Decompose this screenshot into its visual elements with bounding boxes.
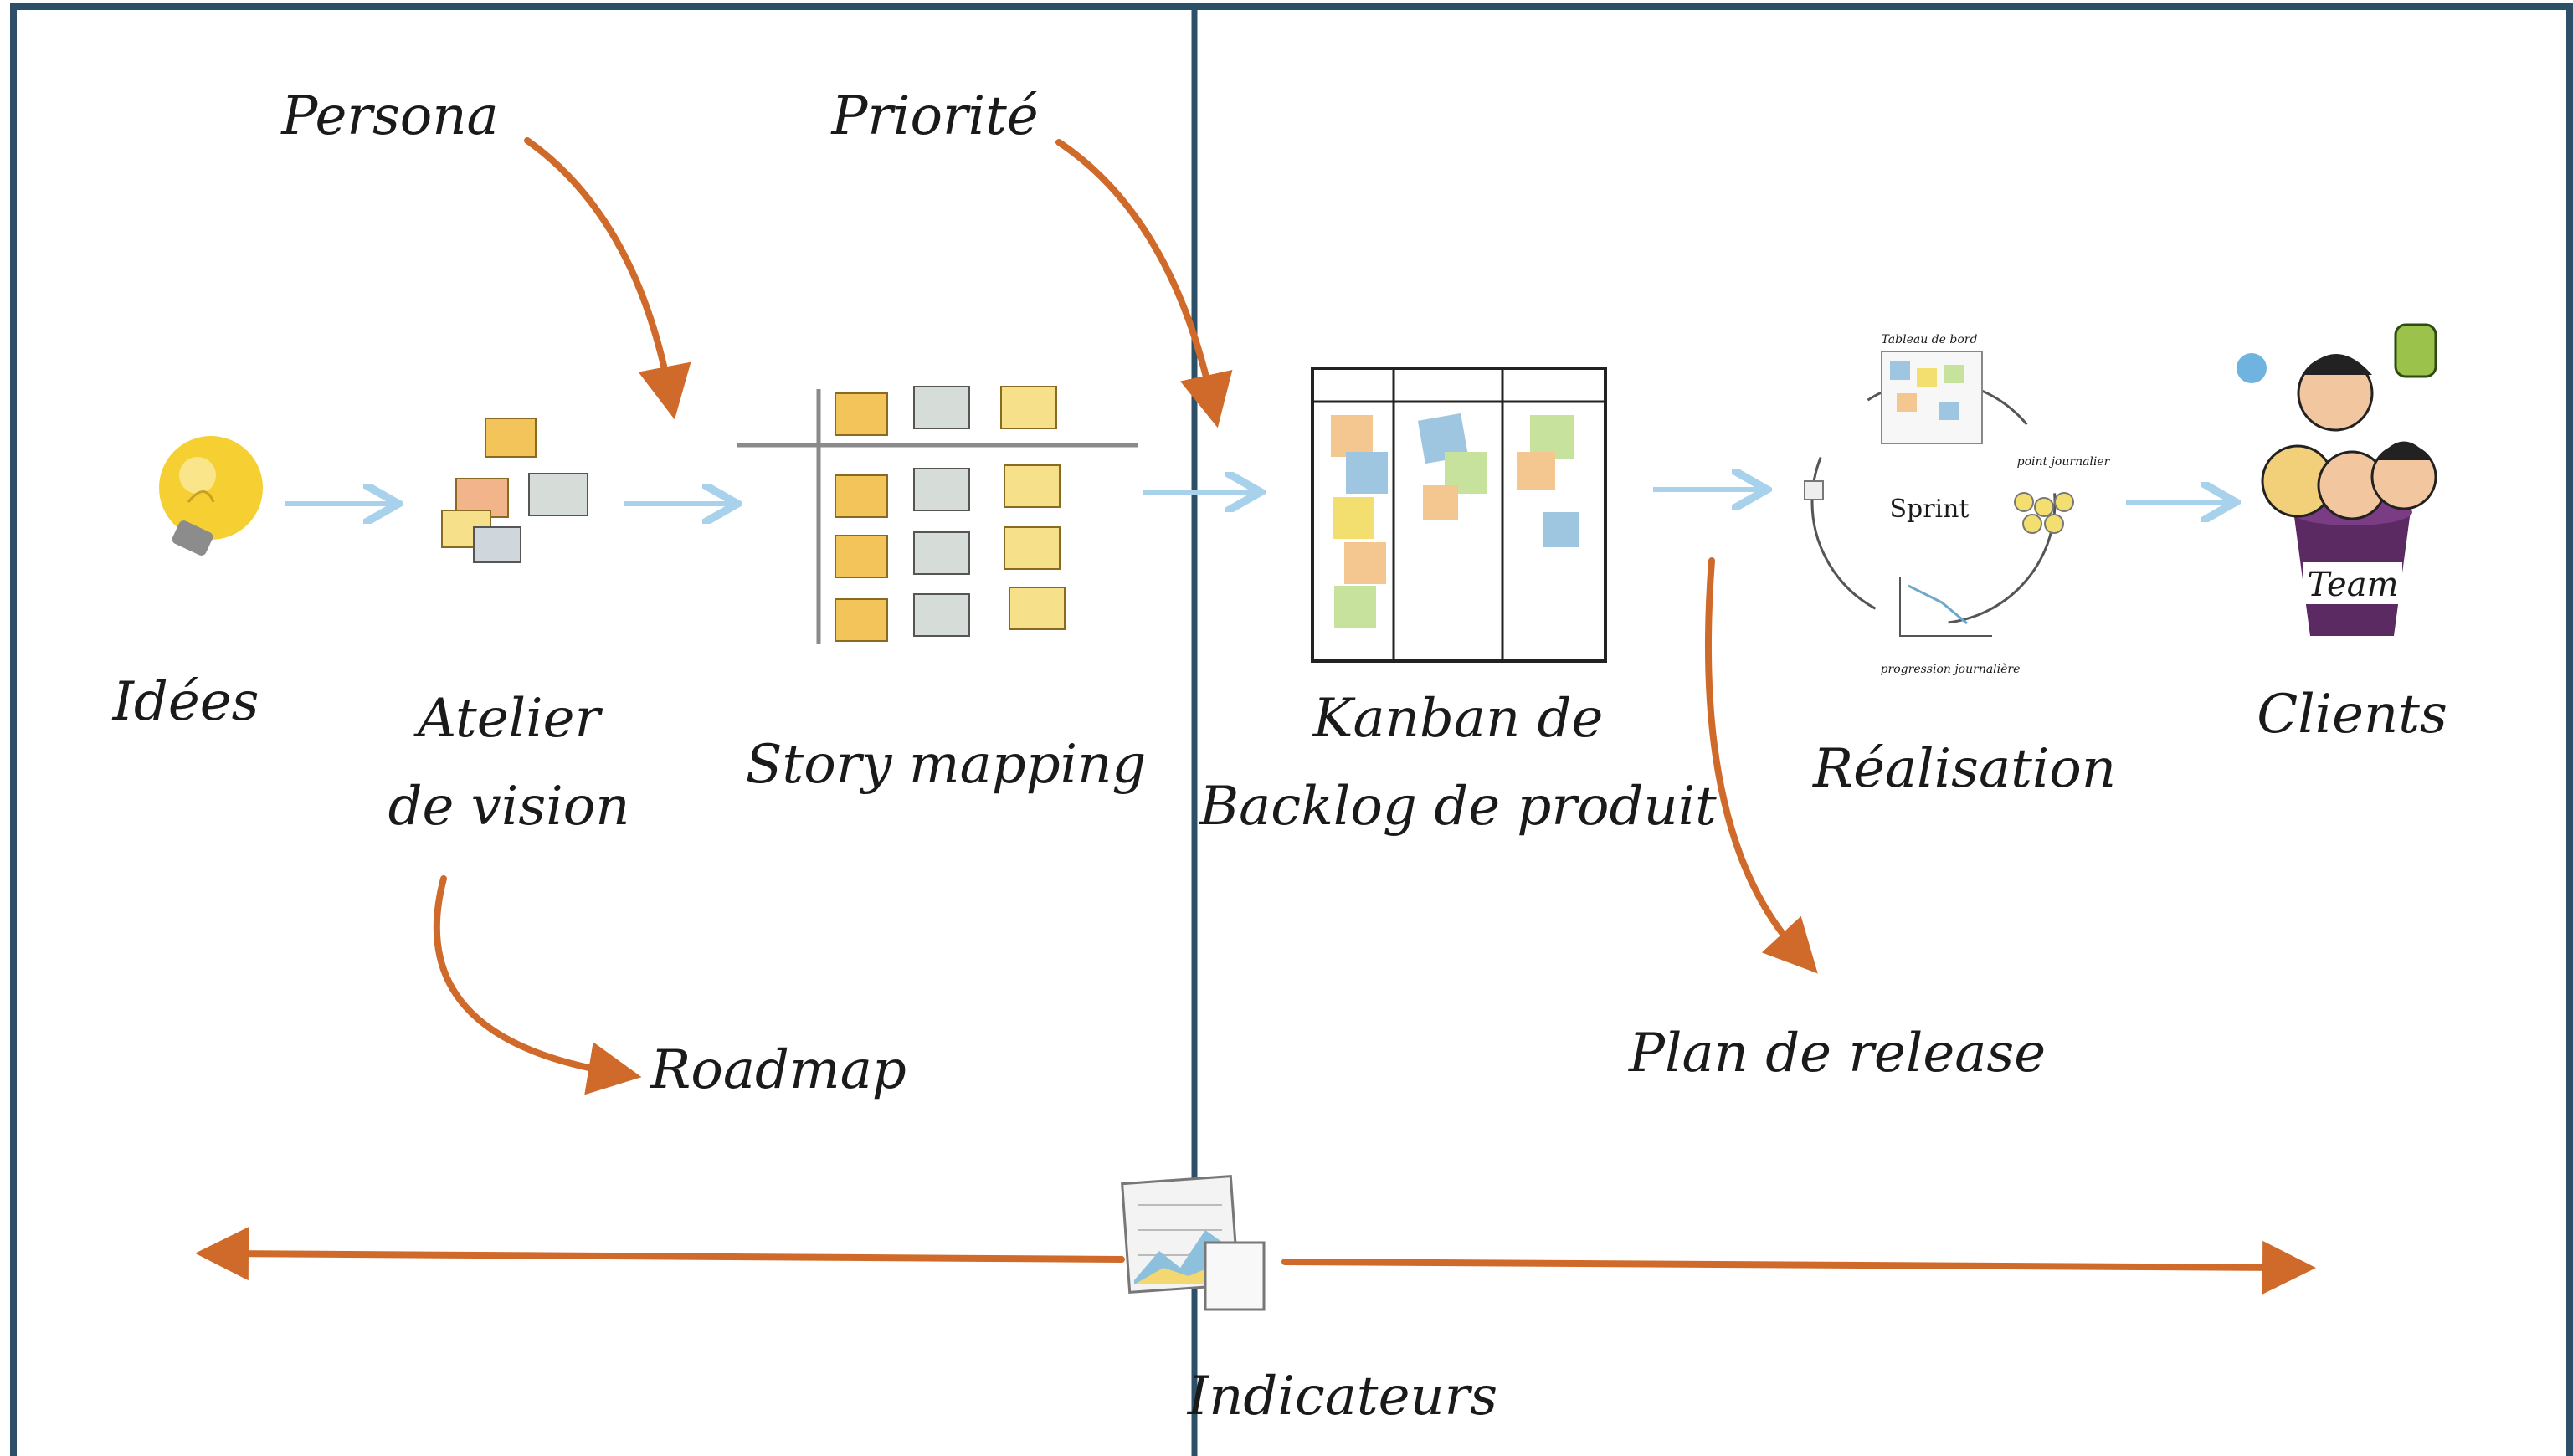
realisation-label: Réalisation bbox=[1812, 738, 2116, 800]
roadmap-arrow bbox=[433, 875, 642, 1095]
sprint-center-label: Sprint bbox=[1889, 495, 1969, 524]
sprint-progression-label: progression journalière bbox=[1881, 663, 2021, 676]
indicators-right-arrow bbox=[1281, 1240, 2316, 1295]
story-mapping-label: Story mapping bbox=[746, 734, 1147, 796]
kanban-label-line1: Kanban de bbox=[1312, 688, 1604, 750]
team-clients-icon bbox=[2237, 323, 2437, 636]
roadmap-label: Roadmap bbox=[650, 1039, 906, 1101]
indicators-chart-icon bbox=[1121, 1175, 1266, 1311]
sprint-cycle-icon bbox=[1804, 351, 2074, 637]
clients-label: Clients bbox=[2257, 684, 2447, 746]
atelier-label-line2: de vision bbox=[388, 776, 630, 838]
kanban-board-icon bbox=[1311, 367, 1607, 663]
persona-arrow bbox=[524, 137, 691, 420]
priorite-label: Priorité bbox=[830, 85, 1038, 147]
priorite-arrow bbox=[1055, 139, 1233, 428]
indicators-left-arrow bbox=[195, 1227, 1125, 1281]
indicateurs-label: Indicateurs bbox=[1187, 1366, 1497, 1428]
team-label: Team bbox=[2307, 566, 2398, 604]
sprint-tableau-label: Tableau de bord bbox=[1882, 333, 1978, 346]
lightbulb-icon bbox=[159, 436, 263, 556]
plan-release-label: Plan de release bbox=[1628, 1023, 2046, 1084]
kanban-label-line2: Backlog de produit bbox=[1199, 776, 1717, 838]
outer-frame bbox=[10, 3, 2573, 1456]
sprint-point-label: point journalier bbox=[2017, 455, 2111, 469]
story-map-icon bbox=[737, 386, 1138, 644]
atelier-label-line1: Atelier bbox=[413, 688, 603, 750]
persona-label: Persona bbox=[280, 85, 498, 147]
idees-label: Idées bbox=[112, 671, 259, 733]
vision-cards-icon bbox=[441, 418, 588, 563]
release-arrow bbox=[1704, 557, 1818, 974]
